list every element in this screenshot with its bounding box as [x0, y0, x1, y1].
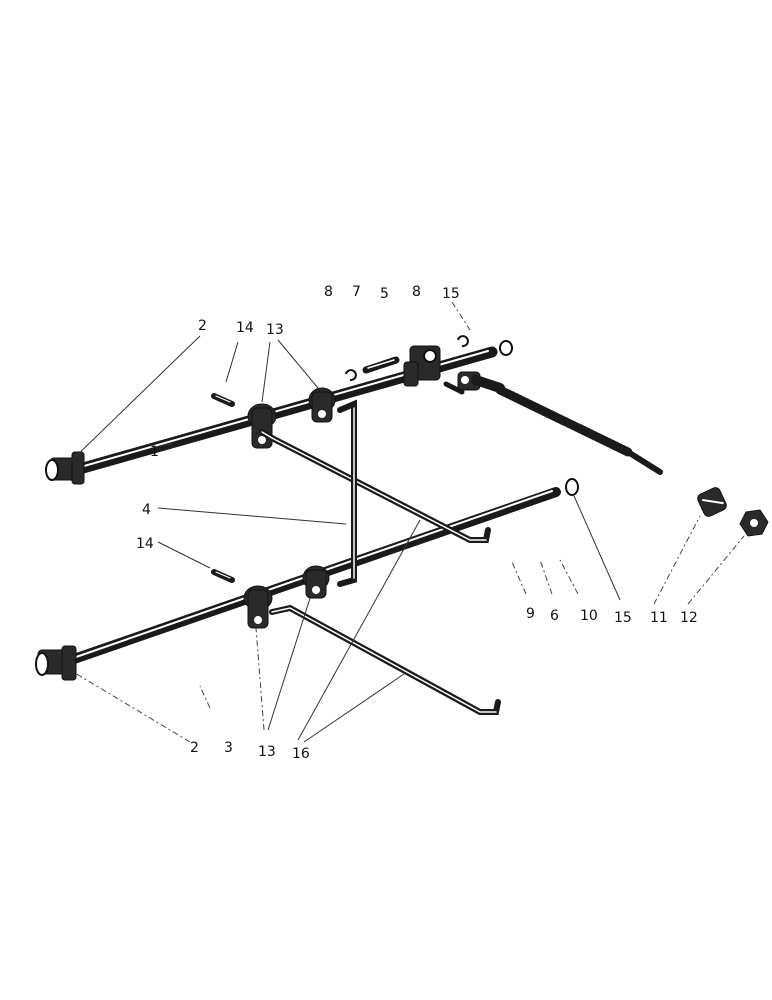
leader-lines — [69, 301, 745, 743]
spring-pin-small — [443, 381, 465, 395]
callout-15-lower: 15 — [614, 610, 632, 626]
upper-clamp-lever-left — [247, 403, 277, 449]
lower-clamp-lever-left — [243, 585, 273, 629]
callout-11: 11 — [650, 610, 668, 626]
washer-lower — [565, 478, 579, 496]
upper-clamp-lever-right — [308, 387, 336, 423]
lower-clamp-lever-right — [302, 565, 330, 599]
callout-5: 5 — [380, 286, 389, 302]
threaded-rod — [471, 375, 663, 475]
callout-2-lower: 2 — [190, 740, 199, 756]
callout-13-upper: 13 — [266, 322, 284, 338]
callout-3: 3 — [224, 740, 233, 756]
lower-crank-rod — [269, 604, 501, 715]
callout-16: 16 — [292, 746, 310, 762]
callout-10: 10 — [580, 608, 598, 624]
callout-9: 9 — [526, 606, 535, 622]
callout-7: 7 — [352, 284, 361, 300]
split-pin-right — [457, 335, 469, 348]
callout-8-left: 8 — [324, 284, 333, 300]
clevis-pin — [362, 356, 400, 374]
upper-crank-rod — [259, 429, 491, 543]
split-pin-left — [345, 369, 357, 382]
callout-8-right: 8 — [412, 284, 421, 300]
callout-13-lower: 13 — [258, 744, 276, 760]
upper-shaft-end-fitting — [45, 451, 85, 485]
ferrule — [697, 487, 727, 517]
lower-shaft-end-fitting — [35, 645, 77, 681]
callout-14-upper: 14 — [236, 320, 254, 336]
callout-15-upper: 15 — [442, 286, 460, 302]
spring-pin-upper — [211, 393, 235, 407]
fork-clevis — [403, 345, 441, 387]
callout-14-lower: 14 — [136, 536, 154, 552]
spring-pin-lower — [211, 569, 235, 583]
hex-nut — [739, 509, 769, 537]
vertical-link-rod — [337, 399, 357, 587]
washer-upper — [499, 340, 513, 356]
callout-12: 12 — [680, 610, 698, 626]
callout-1: 1 — [150, 444, 159, 460]
callout-labels: 1 2 2 3 4 5 6 7 8 8 9 10 11 12 13 13 14 … — [136, 284, 698, 762]
callout-4: 4 — [142, 502, 151, 518]
callout-2-upper: 2 — [198, 318, 207, 334]
callout-6: 6 — [550, 608, 559, 624]
lower-cross-shaft — [43, 487, 561, 673]
